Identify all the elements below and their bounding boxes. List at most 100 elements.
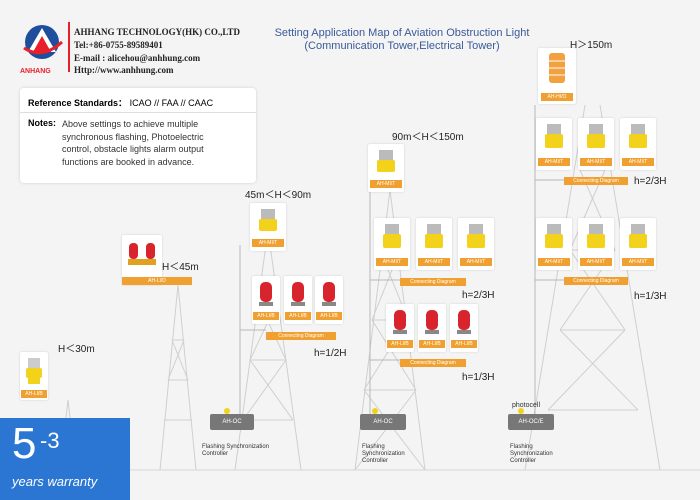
controller-indicator xyxy=(224,408,230,414)
tower3-low-light-1: AH-LI/B xyxy=(252,276,280,324)
controller-label-line: Flashing xyxy=(510,444,533,450)
title-line-2: (Communication Tower,Electrical Tower) xyxy=(304,40,500,52)
photocell-label: photocell xyxy=(512,402,541,409)
tower5-ratio-1: h=2/3H xyxy=(634,176,667,187)
tower3-controller: AH-OC xyxy=(210,414,254,430)
tower4-mid-tag: AH-MI/T xyxy=(460,258,492,266)
tower5-upper-light-2: AH-MI/T xyxy=(578,118,614,170)
tower3-low-tag: AH-LI/B xyxy=(285,312,311,320)
header-divider xyxy=(68,22,70,72)
controller-indicator xyxy=(372,408,378,414)
medium-light-icon xyxy=(467,224,485,248)
tower5-lower-light-1: AH-MI/T xyxy=(536,218,572,270)
title-line-1: Setting Application Map of Aviation Obst… xyxy=(274,27,530,39)
warranty-banner: 5 -3 years warranty xyxy=(0,418,130,500)
tower5-top-light-card: AH-HI/O xyxy=(538,48,576,104)
tower2-height-label: H＜45m xyxy=(162,262,199,273)
company-name: AHHANG TECHNOLOGY(HK) CO.,LTD xyxy=(74,27,241,37)
logo-icon xyxy=(23,25,64,59)
tower5-upper-tag: AH-MI/T xyxy=(622,158,654,166)
red-light-icon xyxy=(457,310,471,334)
company-email: E-mail : alicehou@anhhung.com xyxy=(74,53,201,63)
ref-label: Reference Standards： xyxy=(28,98,128,108)
tower4-mid-tag: AH-MI/T xyxy=(418,258,450,266)
medium-light-icon xyxy=(26,358,42,384)
twin-red-light-icon xyxy=(128,243,156,265)
warranty-text: years warranty xyxy=(12,474,98,489)
tower5-upper-light-3: AH-MI/T xyxy=(620,118,656,170)
high-intensity-light-icon xyxy=(549,53,565,83)
medium-light-icon xyxy=(629,124,647,148)
controller-label-line: Flashing Synchronization xyxy=(202,444,270,450)
medium-light-icon xyxy=(383,224,401,248)
tower4-ratio-1: h=2/3H xyxy=(462,290,495,301)
controller-label-line: Controller xyxy=(510,458,537,464)
tower5-connecting-diagram-1: Connecting Diagram xyxy=(564,177,628,185)
tower3-top-light-card: AH-MI/T xyxy=(250,203,286,251)
tower3-low-light-2: AH-LI/B xyxy=(284,276,312,324)
medium-light-icon xyxy=(425,224,443,248)
tower5-controller: AH-OC/E xyxy=(508,414,554,430)
tower1-height-label: H＜30m xyxy=(58,344,95,355)
company-tel: Tel:+86-0755-89589401 xyxy=(74,40,163,50)
medium-light-icon xyxy=(259,209,277,231)
company-logo xyxy=(18,22,66,70)
tower3-connecting-diagram: Connecting Diagram xyxy=(266,332,336,340)
controller-label-line: Controller xyxy=(362,458,389,464)
red-light-icon xyxy=(393,310,407,334)
red-light-icon xyxy=(322,282,336,306)
company-web: Http://www.anhhung.com xyxy=(74,65,174,75)
notes-line: control, obstacle lights alarm output xyxy=(62,144,204,154)
notes-line: Above settings to achieve multiple xyxy=(62,119,199,129)
tower3-controller-label: Flashing Synchronization Controller xyxy=(202,444,269,458)
reference-standards: Reference Standards： ICAO // FAA // CAAC xyxy=(28,96,213,109)
tower4-mid-light-2: AH-MI/T xyxy=(416,218,452,270)
tower4-top-light-card: AH-MI/T xyxy=(368,144,404,192)
page-title: Setting Application Map of Aviation Obst… xyxy=(242,27,562,53)
panel-divider xyxy=(20,112,256,113)
tower5-connecting-diagram-2: Connecting Diagram xyxy=(564,277,628,285)
warranty-range: -3 xyxy=(40,428,60,453)
medium-light-icon xyxy=(377,150,395,172)
tower4-top-tag: AH-MI/T xyxy=(370,180,402,188)
warranty-number: 5 xyxy=(12,419,37,468)
tower5-lower-tag: AH-MI/T xyxy=(538,258,570,266)
medium-light-icon xyxy=(629,224,647,248)
tower3-low-tag: AH-LI/B xyxy=(253,312,279,320)
tower3-ratio: h=1/2H xyxy=(314,348,347,359)
notes-label: Notes: xyxy=(28,118,57,128)
tower5-ratio-2: h=1/3H xyxy=(634,291,667,302)
tower5-height-label: H＞150m xyxy=(570,40,613,51)
tower4-low-light-3: AH-LI/B xyxy=(450,304,478,352)
tower5-lower-light-3: AH-MI/T xyxy=(620,218,656,270)
medium-light-icon xyxy=(545,124,563,148)
notes-line: synchronous flashing, Photoelectric xyxy=(62,131,204,142)
tower4-low-tag: AH-LI/B xyxy=(419,340,445,348)
tower4-ratio-2: h=1/3H xyxy=(462,372,495,383)
ref-value: ICAO // FAA // CAAC xyxy=(129,98,214,108)
tower4-mid-light-3: AH-MI/T xyxy=(458,218,494,270)
tower4-controller: AH-OC xyxy=(360,414,406,430)
tower2-light-tag: AH-LI/D xyxy=(122,277,192,285)
tower2-light-card xyxy=(122,235,162,285)
controller-label-line: Synchronization xyxy=(362,451,405,457)
tower4-connecting-diagram-2: Connecting Diagram xyxy=(400,359,466,367)
tower5-upper-tag: AH-MI/T xyxy=(538,158,570,166)
logo-text: ANHANG xyxy=(20,68,51,75)
photocell-icon xyxy=(518,408,524,414)
tower3-low-light-3: AH-LI/B xyxy=(315,276,343,324)
tower1-light-card: AH-LI/B xyxy=(20,352,48,400)
tower3-top-tag: AH-MI/T xyxy=(252,239,284,247)
tower4-controller-label: Flashing Synchronization Controller xyxy=(362,444,405,465)
tower1-light-tag: AH-LI/B xyxy=(21,390,47,398)
tower4-low-light-2: AH-LI/B xyxy=(418,304,446,352)
tower5-lower-tag: AH-MI/T xyxy=(622,258,654,266)
notes-panel: Reference Standards： ICAO // FAA // CAAC… xyxy=(20,88,256,183)
red-light-icon xyxy=(259,282,273,306)
tower4-mid-tag: AH-MI/T xyxy=(376,258,408,266)
tower4-connecting-diagram-1: Connecting Diagram xyxy=(400,278,466,286)
tower5-top-tag: AH-HI/O xyxy=(541,93,573,101)
tower5-lower-tag: AH-MI/T xyxy=(580,258,612,266)
notes-text: Above settings to achieve multiple synch… xyxy=(62,118,204,168)
